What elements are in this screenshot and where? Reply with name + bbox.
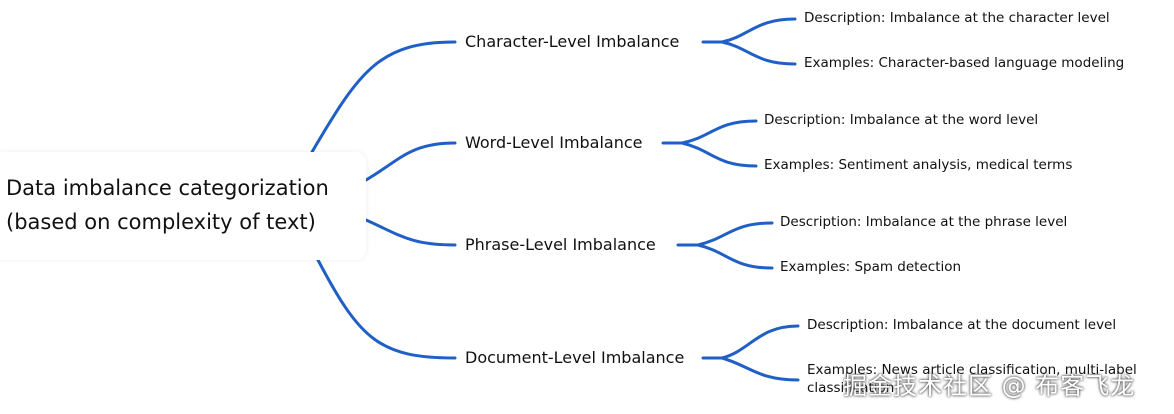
connector-phrase-examples xyxy=(696,243,774,270)
root-title-line-2: (based on complexity of text) xyxy=(6,210,316,234)
connector-character-examples xyxy=(720,40,797,66)
leaf-word-description: Description: Imbalance at the word level xyxy=(764,112,1039,128)
leaf-word-examples: Examples: Sentiment analysis, medical te… xyxy=(764,157,1073,173)
watermark-text: 掘金技术社区 @ 布客飞龙 xyxy=(843,372,1136,400)
connector-character-description xyxy=(720,17,797,44)
leaf-character-description: Description: Imbalance at the character … xyxy=(804,10,1110,26)
connector-word-examples xyxy=(680,141,758,168)
connector-document-description xyxy=(720,324,800,360)
connector-document-examples xyxy=(720,356,800,382)
branch-word-level: Word-Level Imbalance xyxy=(465,133,643,153)
leaf-document-description: Description: Imbalance at the document l… xyxy=(807,317,1117,333)
root-node xyxy=(0,152,366,260)
leaf-phrase-description: Description: Imbalance at the phrase lev… xyxy=(780,214,1068,230)
connector-root-phrase xyxy=(364,218,457,247)
leaf-character-examples: Examples: Character-based language model… xyxy=(804,55,1125,71)
branch-phrase-level: Phrase-Level Imbalance xyxy=(465,235,656,255)
connector-root-document xyxy=(316,258,457,360)
leaf-phrase-examples: Examples: Spam detection xyxy=(780,259,962,275)
connector-root-character xyxy=(310,40,457,154)
connector-phrase-description xyxy=(696,221,774,247)
connector-root-word xyxy=(364,141,457,182)
branch-document-level: Document-Level Imbalance xyxy=(465,348,685,368)
root-title-line-1: Data imbalance categorization xyxy=(6,176,329,200)
leaf-document-examples: Examples: News article classification, m… xyxy=(807,362,1137,396)
root-node-text: Data imbalance categorization (based on … xyxy=(6,171,329,239)
connector-word-description xyxy=(680,119,758,145)
branch-character-level: Character-Level Imbalance xyxy=(465,32,680,52)
